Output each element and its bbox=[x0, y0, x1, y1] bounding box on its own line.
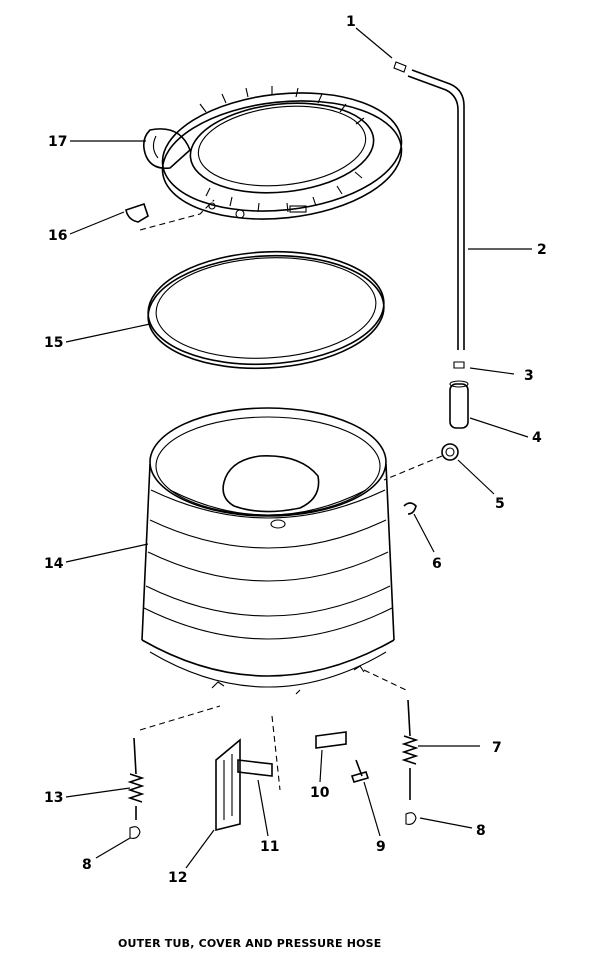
hose-clamp-top bbox=[393, 61, 407, 73]
hose-clamp-bottom bbox=[453, 361, 465, 369]
callout-8-right: 8 bbox=[476, 823, 486, 839]
tub-ring-gasket bbox=[147, 250, 385, 370]
spring-hook-right bbox=[405, 812, 417, 825]
leader-lines bbox=[65, 27, 532, 869]
bracket-11 bbox=[237, 715, 281, 791]
suspension-spring-left bbox=[127, 705, 221, 820]
callout-12: 12 bbox=[168, 870, 187, 886]
callout-3: 3 bbox=[524, 368, 534, 384]
spring-hook-left bbox=[129, 826, 141, 839]
lid-bumper bbox=[125, 199, 215, 231]
bracket-12 bbox=[215, 738, 241, 832]
outer-tub bbox=[141, 407, 395, 695]
callout-9: 9 bbox=[376, 839, 386, 855]
air-dome bbox=[449, 380, 469, 429]
callout-15: 15 bbox=[44, 335, 63, 351]
pressure-hose bbox=[393, 61, 465, 369]
screw bbox=[350, 759, 370, 783]
callout-10: 10 bbox=[310, 785, 330, 801]
callout-7: 7 bbox=[492, 740, 502, 756]
grommet bbox=[383, 443, 459, 481]
clip bbox=[403, 502, 417, 515]
callout-1: 1 bbox=[346, 14, 356, 30]
tub-cover bbox=[142, 86, 403, 220]
callout-14: 14 bbox=[44, 556, 64, 572]
callout-4: 4 bbox=[532, 430, 542, 446]
callout-16: 16 bbox=[48, 228, 67, 244]
callout-labels: 1 2 3 4 5 6 7 8 9 10 11 12 13 8 14 15 16… bbox=[44, 14, 547, 886]
bracket-10 bbox=[315, 731, 347, 749]
callout-2: 2 bbox=[537, 242, 547, 258]
callout-5: 5 bbox=[495, 496, 505, 512]
callout-6: 6 bbox=[432, 556, 442, 572]
callout-13: 13 bbox=[44, 790, 63, 806]
callout-11: 11 bbox=[260, 839, 279, 855]
callout-8-left: 8 bbox=[82, 857, 92, 873]
callout-17: 17 bbox=[48, 134, 67, 150]
diagram-caption: OUTER TUB, COVER AND PRESSURE HOSE bbox=[118, 937, 382, 950]
suspension-spring-right bbox=[363, 669, 419, 800]
